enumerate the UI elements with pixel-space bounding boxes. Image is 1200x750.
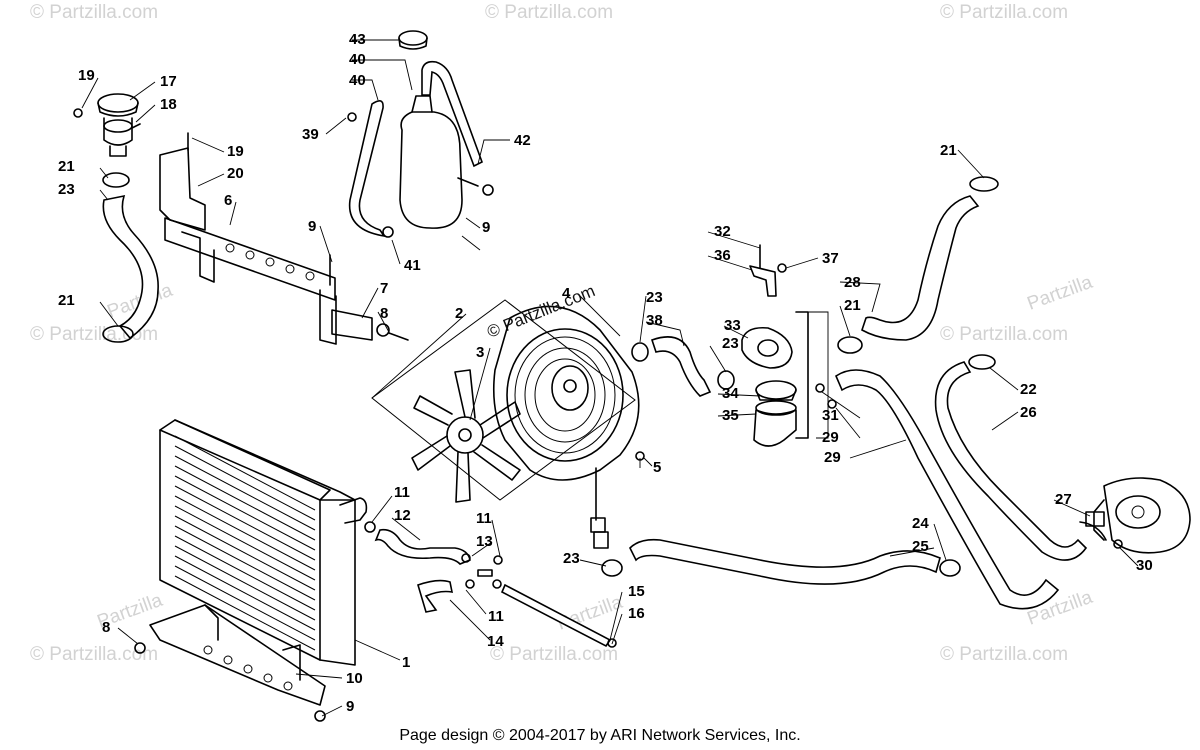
- callout-24: 25: [912, 538, 929, 555]
- water-pump-housing: [1085, 477, 1191, 554]
- callout-2: 2: [455, 305, 463, 322]
- callout-labels: 1 2 3 4 5 6 7 8 8 9 9 9 10 11 11 11 11 1…: [58, 31, 1153, 715]
- callout-40a: 40: [349, 51, 366, 68]
- callout-21b: 21: [58, 292, 75, 309]
- callout-12: 12: [394, 507, 411, 524]
- callout-21c: 21: [940, 142, 957, 159]
- coolant-reservoir-assembly: [347, 30, 494, 238]
- callout-30: 31: [822, 407, 839, 424]
- callout-21d: 21: [844, 297, 861, 314]
- callout-8b: 8: [102, 619, 110, 636]
- callout-23c: 23: [563, 550, 580, 567]
- callout-25: 26: [1020, 404, 1037, 421]
- watermark: © Partzilla.com: [940, 2, 1068, 23]
- bracket-20: [159, 132, 206, 231]
- callout-34: 35: [722, 407, 739, 424]
- fan-watermark: © Partzilla.com: [484, 281, 597, 342]
- callout-7: 7: [380, 280, 388, 297]
- callout-22: 23: [58, 181, 75, 198]
- callout-11b: 11: [476, 510, 492, 527]
- callout-35: 36: [714, 247, 731, 264]
- radiator-support-bar: [164, 217, 409, 345]
- callout-14: 14: [487, 633, 504, 650]
- callout-37: 38: [646, 312, 663, 329]
- watermark: © Partzilla.com: [30, 644, 158, 665]
- callout-19b: 19: [227, 143, 244, 160]
- callout-42: 43: [349, 31, 366, 48]
- callout-21a: 21: [58, 158, 75, 175]
- right-hose-25: [934, 354, 1107, 561]
- watermark: © Partzilla.com: [30, 2, 158, 23]
- callout-32: 33: [724, 317, 741, 334]
- callout-29a: 29: [822, 429, 839, 446]
- radiator-cap-assembly: [73, 93, 141, 157]
- callout-8: 8: [380, 305, 388, 322]
- callout-9: 9: [308, 218, 316, 235]
- callout-36: 37: [822, 250, 839, 267]
- callout-26: 27: [1055, 491, 1072, 508]
- callout-15: 15: [628, 583, 645, 600]
- callout-29b: 30: [1136, 557, 1153, 574]
- small-hoses: [364, 521, 617, 648]
- long-diagonal-hose: [835, 369, 1060, 610]
- fan-blade: [411, 369, 521, 503]
- lower-bracket: [134, 604, 326, 722]
- callout-21e: 22: [1020, 381, 1037, 398]
- callout-10: 10: [346, 670, 363, 687]
- watermark: © Partzilla.com: [485, 2, 613, 23]
- callout-3: 3: [476, 344, 484, 361]
- callout-16: 16: [628, 605, 645, 622]
- callout-23a: 23: [646, 289, 663, 306]
- long-lower-hose: [601, 538, 961, 585]
- callout-18: 18: [160, 96, 177, 113]
- callout-40b: 41: [404, 257, 421, 274]
- copyright-footer: Page design © 2004-2017 by ARI Network S…: [399, 727, 800, 744]
- callout-28: 29: [824, 449, 841, 466]
- callout-1: 1: [402, 654, 410, 671]
- callout-41: 42: [514, 132, 531, 149]
- callout-23b: 23: [722, 335, 739, 352]
- leader-lines: [81, 39, 1139, 717]
- callout-39: 40: [349, 72, 366, 89]
- callout-9b: 9: [482, 219, 490, 236]
- callout-27: 28: [844, 274, 861, 291]
- callout-20: 20: [227, 165, 244, 182]
- callout-11c: 11: [488, 608, 504, 625]
- callout-5: 5: [653, 459, 661, 476]
- callout-33: 34: [722, 385, 739, 402]
- callout-31: 32: [714, 223, 731, 240]
- right-upper-hose: [837, 176, 999, 354]
- short-hose-37: [631, 336, 735, 397]
- callout-38: 39: [302, 126, 319, 143]
- watermark: © Partzilla.com: [490, 644, 618, 665]
- callout-23d: 24: [912, 515, 929, 532]
- callout-19: 19: [78, 67, 95, 84]
- callout-13: 13: [476, 533, 493, 550]
- fan-shroud: [492, 305, 645, 549]
- watermark: © Partzilla.com: [940, 644, 1068, 665]
- callout-9c: 9: [346, 698, 354, 715]
- callout-17: 17: [160, 73, 177, 90]
- callout-6: 6: [224, 192, 232, 209]
- watermark: Partzilla: [1025, 272, 1096, 315]
- callout-11: 11: [394, 484, 410, 501]
- watermark: Partzilla: [555, 592, 626, 635]
- radiator: [159, 419, 368, 666]
- watermark: © Partzilla.com: [940, 324, 1068, 345]
- callout-4: 4: [562, 285, 571, 302]
